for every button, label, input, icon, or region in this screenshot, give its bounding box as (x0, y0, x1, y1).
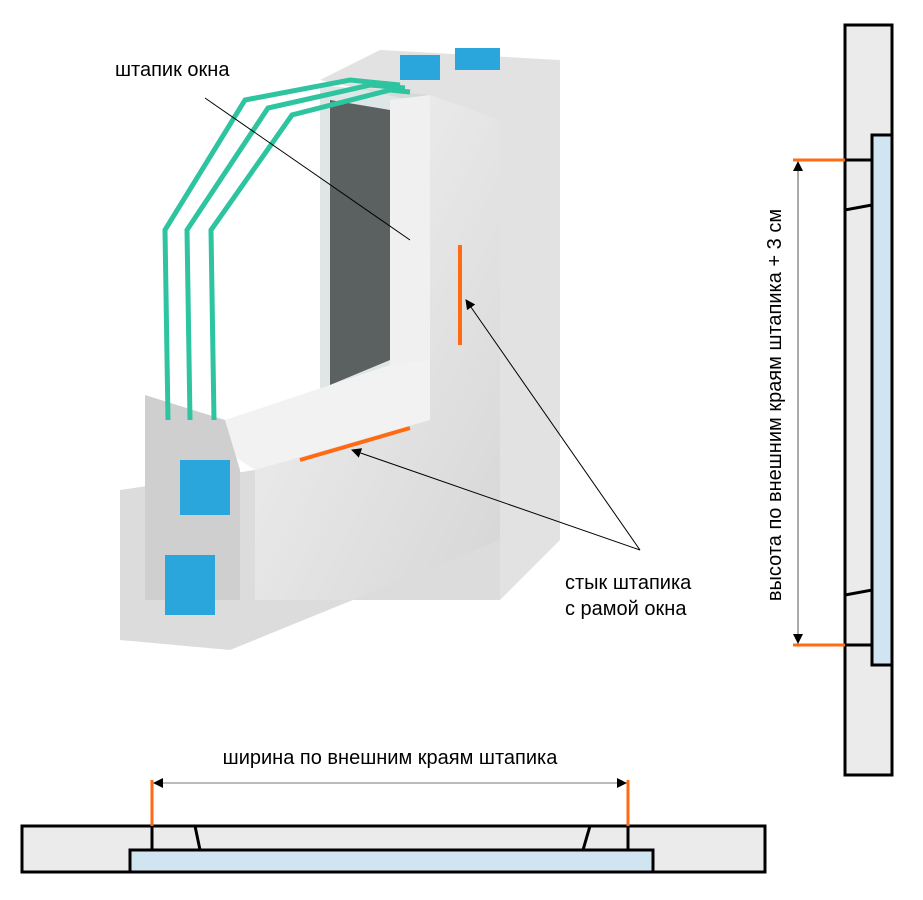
bead-label: штапик окна (115, 59, 230, 81)
bead-top (843, 158, 874, 212)
horizontal-section-drawing (20, 824, 767, 874)
vertical-section-drawing (843, 23, 894, 777)
glass-edge (330, 100, 390, 385)
frame-face (255, 95, 500, 600)
chamber-top-1 (400, 55, 440, 80)
bead-left (150, 824, 202, 852)
joint-marker-horizontal (299, 426, 411, 462)
chamber-upper (180, 460, 230, 515)
joint-label-line2: с рамой окна (565, 598, 687, 620)
width-label: ширина по внешним краям штапика (223, 747, 559, 769)
bead-vertical (390, 95, 430, 365)
bead-leader-line (204, 97, 411, 241)
bead-bottom (843, 588, 874, 647)
bead-horizontal (225, 360, 430, 470)
joint-label-line1: стык штапика (565, 572, 692, 594)
glass-horizontal (128, 848, 655, 874)
chamber-top-2 (455, 48, 500, 70)
bead-right (581, 824, 630, 852)
glass-vertical (870, 133, 894, 667)
joint-leader-arrow-2 (351, 448, 641, 551)
height-label: высота по внешним краям штапика + 3 см (764, 209, 786, 601)
chamber-lower (165, 555, 215, 615)
joint-leader-arrow-1 (465, 299, 641, 551)
window-profile-illustration (120, 48, 560, 650)
glass-seal-lines (162, 77, 411, 421)
